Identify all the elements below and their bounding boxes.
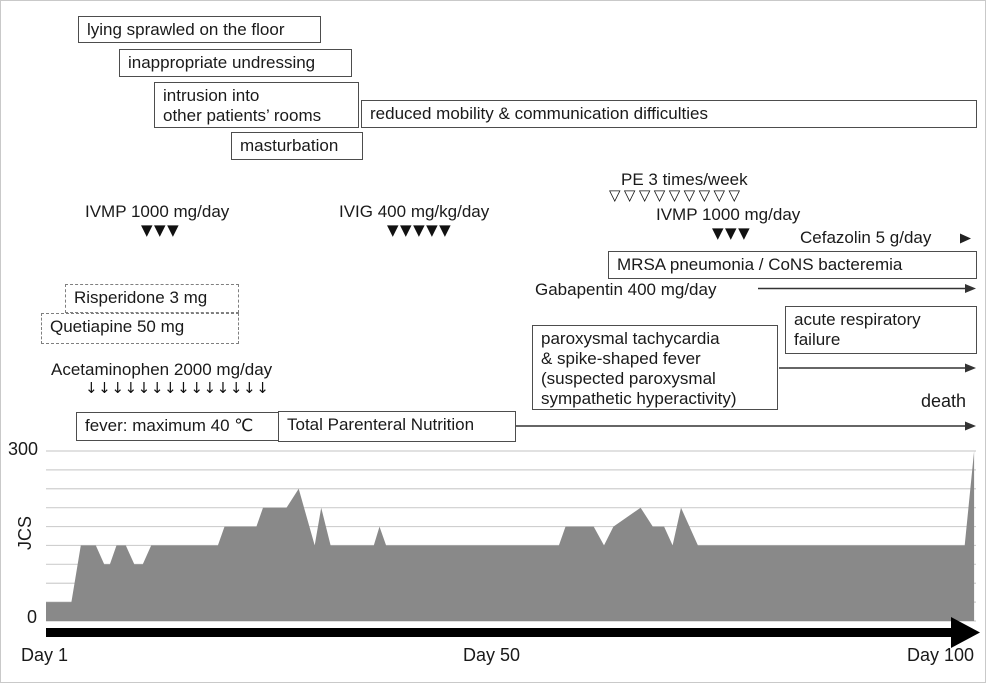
behavior-box-lying: lying sprawled on the floor (78, 16, 321, 43)
event-box-acute-respiratory-failure: acute respiratory failure (785, 306, 977, 354)
x-tick-day1: Day 1 (21, 645, 69, 665)
jcs-area-series (46, 451, 975, 621)
x-tick-day100: Day 100 (907, 645, 975, 665)
cefazolin-duration-arrow (960, 233, 971, 244)
event-box-paroxysmal: paroxysmal tachycardia & spike-shaped fe… (532, 325, 778, 410)
ivmp2-dose-markers: ▼▼▼ (712, 224, 752, 242)
event-box-fever: fever: maximum 40 ℃ (76, 412, 279, 441)
behavior-box-undressing: inappropriate undressing (119, 49, 352, 77)
ivig-dose-markers: ▼▼▼▼▼ (387, 221, 453, 239)
behavior-box-masturbation: masturbation (231, 132, 363, 160)
pe-session-markers: ▽▽▽▽▽▽▽▽▽ (609, 186, 744, 204)
med-box-quetiapine: Quetiapine 50 mg (41, 313, 239, 344)
behavior-box-reduced-mobility: reduced mobility & communication difficu… (361, 100, 977, 128)
pe-label: PE 3 times/week (621, 170, 748, 189)
acetaminophen-label: Acetaminophen 2000 mg/day (51, 360, 273, 379)
y-axis-title: JCS (15, 515, 35, 550)
med-box-risperidone: Risperidone 3 mg (65, 284, 239, 313)
cefazolin-label: Cefazolin 5 g/day (800, 228, 932, 247)
gabapentin-label: Gabapentin 400 mg/day (535, 280, 717, 299)
y-axis-min-label: 0 (27, 607, 38, 627)
death-label: death (921, 391, 967, 411)
ivmp2-label: IVMP 1000 mg/day (656, 205, 801, 224)
ivmp1-dose-markers: ▼▼▼ (141, 221, 181, 239)
event-box-tpn: Total Parenteral Nutrition (278, 411, 516, 442)
y-axis-max-label: 300 (8, 439, 39, 459)
ivig-label: IVIG 400 mg/kg/day (339, 202, 490, 221)
acetaminophen-dose-markers: ↓↓↓↓↓↓↓↓↓↓↓↓↓↓ (85, 379, 270, 397)
event-box-mrsa: MRSA pneumonia / CoNS bacteremia (608, 251, 977, 279)
timeline-axis-arrow (46, 617, 980, 648)
gabapentin-duration-arrow (758, 284, 976, 293)
ivmp1-label: IVMP 1000 mg/day (85, 202, 230, 221)
x-tick-day50: Day 50 (463, 645, 521, 665)
tpn-duration-arrow (516, 421, 976, 431)
behavior-box-intrusion: intrusion into other patients’ rooms (154, 82, 359, 128)
psh-duration-arrow (779, 363, 976, 373)
